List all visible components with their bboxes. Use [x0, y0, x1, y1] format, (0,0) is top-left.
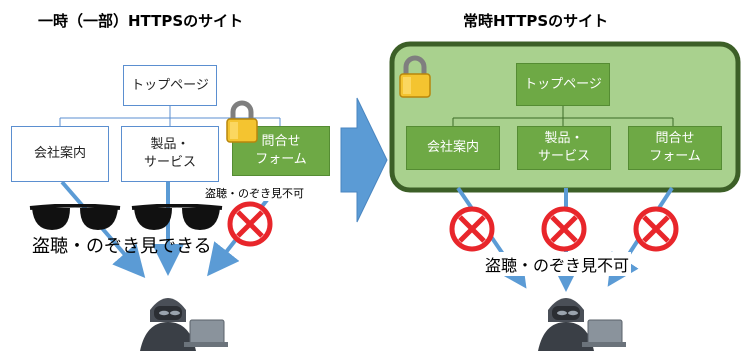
right-tree-connectors — [452, 106, 674, 126]
hacker-icon — [538, 298, 626, 351]
left-blocked-label: 盗聴・のぞき見不可 — [204, 185, 305, 201]
right-title: 常時HTTPSのサイト — [463, 12, 609, 30]
left-contact-page: 問合せ フォーム — [232, 126, 330, 176]
padlock-icon — [226, 100, 258, 143]
left-products-page: 製品・ サービス — [121, 126, 219, 182]
right-company-page: 会社案内 — [406, 126, 500, 170]
right-products-page: 製品・ サービス — [517, 126, 611, 170]
left-company-page: 会社案内 — [11, 126, 109, 182]
right-contact-page: 問合せ フォーム — [628, 126, 722, 170]
left-top-page: トップページ — [123, 65, 217, 106]
left-title: 一時（一部）HTTPSのサイト — [38, 12, 244, 30]
left-open-label: 盗聴・のぞき見できる — [32, 236, 212, 257]
prohibited-icon — [633, 206, 679, 252]
prohibited-icon — [449, 206, 495, 252]
right-blocked-label: 盗聴・のぞき見不可 — [483, 252, 632, 276]
prohibited-icon — [541, 206, 587, 252]
padlock-icon — [399, 55, 431, 98]
hacker-icon — [140, 298, 228, 351]
prohibited-icon — [227, 201, 273, 247]
left-tree-connectors — [59, 106, 281, 126]
right-top-page: トップページ — [516, 63, 610, 106]
transition-arrow — [340, 97, 388, 223]
sunglasses-icon — [131, 204, 223, 230]
sunglasses-icon — [29, 204, 121, 230]
